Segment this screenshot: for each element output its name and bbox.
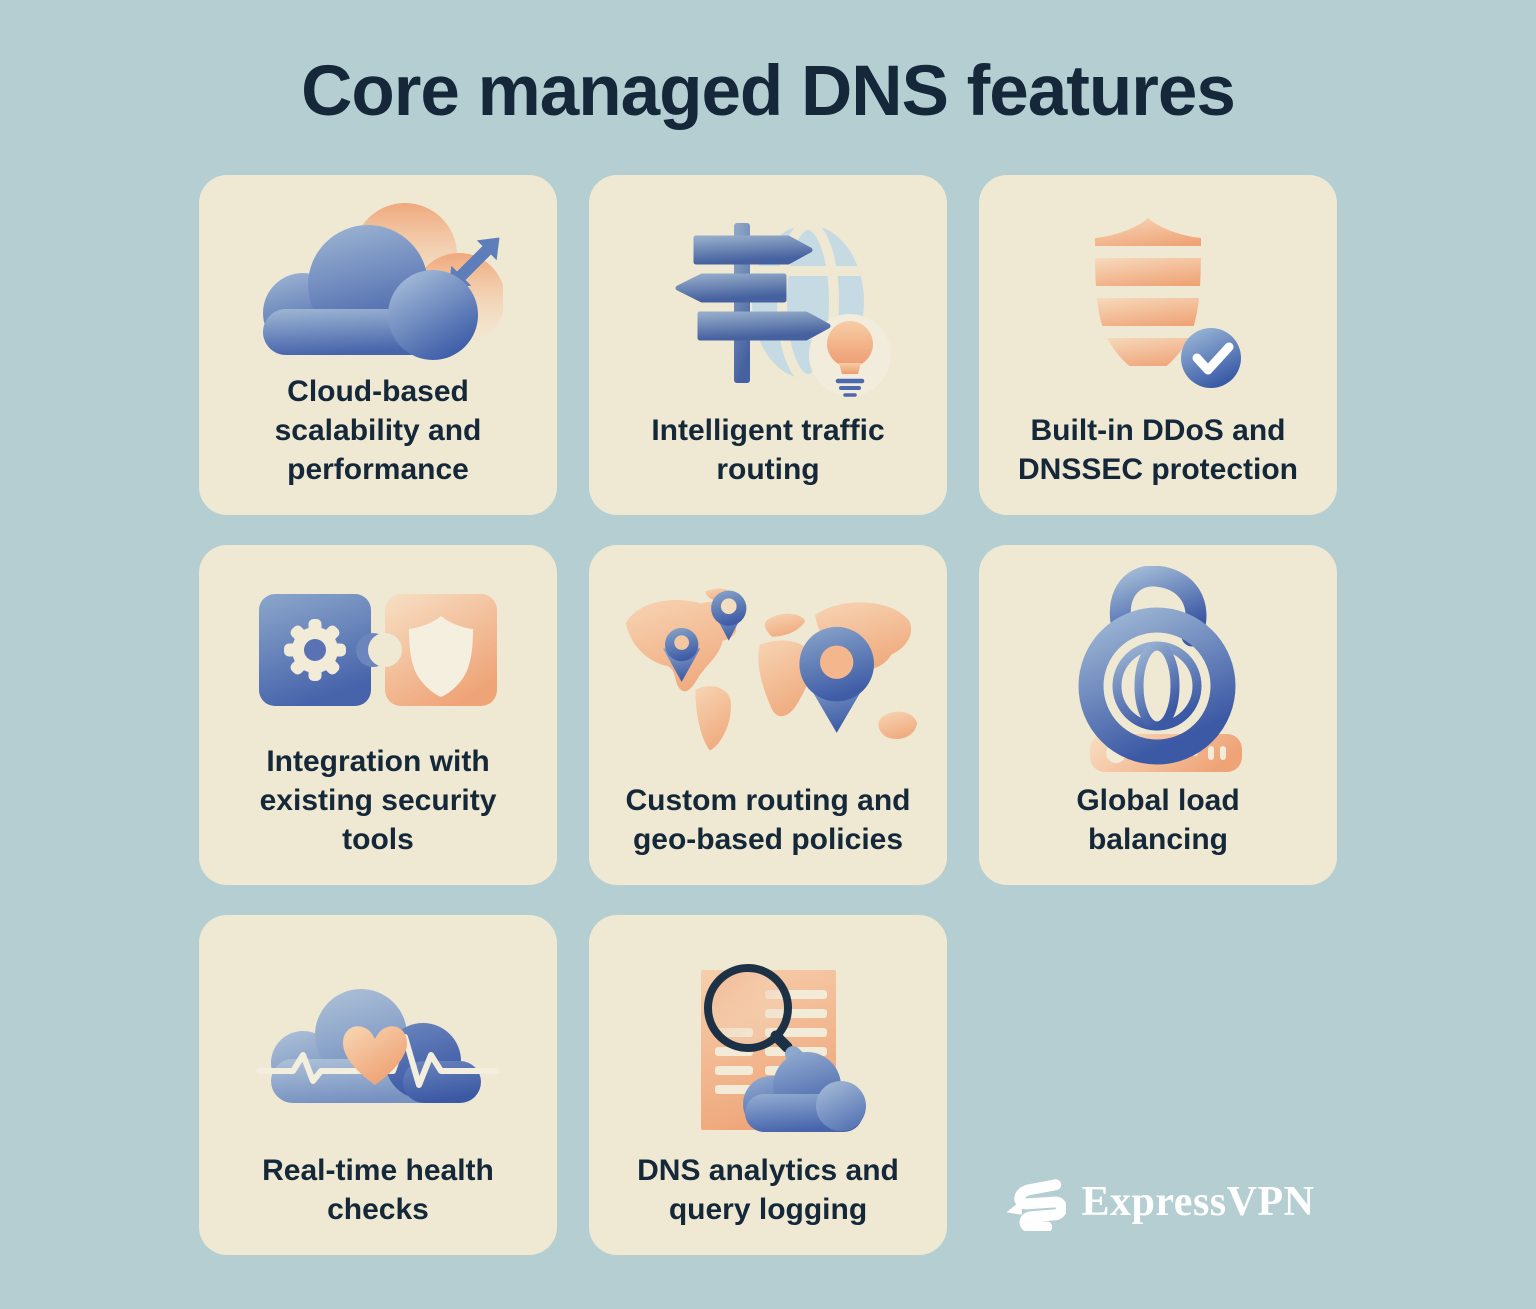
feature-card-label: Built-in DDoS and DNSSEC protection: [1017, 414, 1299, 486]
icon-wrap: [221, 193, 535, 372]
dns-analytics-icon: [701, 964, 866, 1132]
security-integration-puzzle-icon: [259, 593, 497, 706]
expressvpn-logo: ExpressVPN: [1002, 1173, 1315, 1231]
feature-grid: Cloud-based scalability and performance: [199, 175, 1337, 1255]
load-balancing-kettlebell-icon: [1078, 566, 1242, 772]
feature-card-label: Custom routing and geo-based policies: [625, 784, 911, 856]
traffic-routing-signpost-icon: [675, 223, 891, 397]
geo-routing-map-icon: [625, 588, 918, 751]
icon-wrap: [221, 933, 535, 1151]
feature-card-ddos-protection: Built-in DDoS and DNSSEC protection: [979, 175, 1337, 515]
feature-card-label: Intelligent traffic routing: [651, 414, 885, 486]
feature-card-label: DNS analytics and query logging: [637, 1154, 899, 1226]
feature-card-dns-analytics: DNS analytics and query logging: [589, 915, 947, 1255]
feature-card-label: Cloud-based scalability and performance: [274, 375, 482, 486]
brand-footer: ExpressVPN: [979, 915, 1337, 1255]
ddos-protection-shield-icon: [1095, 217, 1241, 388]
health-check-cloud-icon: [256, 988, 500, 1103]
feature-card-label: Global load balancing: [1076, 784, 1240, 856]
icon-wrap: [221, 563, 535, 742]
feature-card-label: Integration with existing security tools: [259, 745, 497, 856]
expressvpn-wordmark: ExpressVPN: [1081, 1179, 1315, 1225]
feature-card-health-checks: Real-time health checks: [199, 915, 557, 1255]
feature-card-load-balancing: Global load balancing: [979, 545, 1337, 885]
feature-card-cloud-scalability: Cloud-based scalability and performance: [199, 175, 557, 515]
icon-wrap: [1001, 563, 1315, 781]
feature-card-traffic-routing: Intelligent traffic routing: [589, 175, 947, 515]
cloud-scalability-icon: [263, 203, 503, 360]
feature-card-integration: Integration with existing security tools: [199, 545, 557, 885]
feature-card-label: Real-time health checks: [262, 1154, 494, 1226]
page-title: Core managed DNS features: [301, 52, 1236, 131]
icon-wrap: [611, 933, 925, 1151]
expressvpn-logo-icon: [1006, 1179, 1066, 1231]
icon-wrap: [611, 193, 925, 411]
icon-wrap: [1001, 193, 1315, 411]
icon-wrap: [611, 563, 925, 781]
feature-card-geo-routing: Custom routing and geo-based policies: [589, 545, 947, 885]
